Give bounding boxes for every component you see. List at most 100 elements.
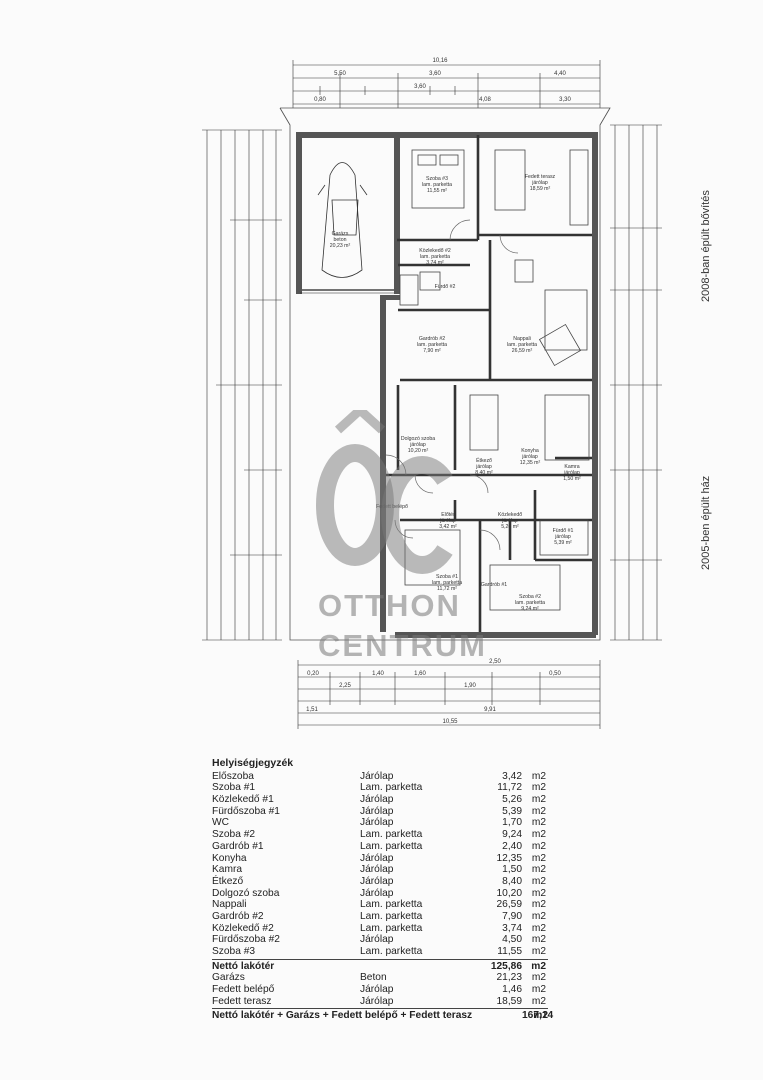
- room-floor: lam. parketta: [417, 342, 447, 348]
- room-area: 12,35 m²: [520, 460, 541, 466]
- table-icon: [494, 149, 526, 211]
- garage: [296, 132, 400, 294]
- floor-type: Járólap: [360, 817, 394, 829]
- dim-bottom-3: 1,60: [414, 671, 426, 677]
- dim-bottom-7: 9,91: [484, 707, 496, 713]
- room-name: Fedett belépő: [212, 984, 275, 996]
- room-name: Gardrób #1: [481, 582, 507, 588]
- area-unit: m2: [531, 899, 546, 911]
- floor-plan: 10,16 5,50 3,60 4,40 3,60 0,80 4,08 3,30: [202, 58, 662, 729]
- room-area: 5,39 m²: [554, 540, 572, 546]
- area-unit: m2: [531, 782, 546, 794]
- room-name: Kamra: [564, 464, 579, 470]
- room-name: Garázs: [332, 231, 349, 237]
- room-area: 12,35: [496, 852, 523, 864]
- room-name: Fürdő #2: [435, 284, 456, 290]
- area-unit: m2: [531, 984, 546, 996]
- room-area: 8,40: [502, 875, 522, 887]
- area-unit: m2: [531, 794, 546, 806]
- room-name: Közlekedő #2: [419, 248, 451, 254]
- area-unit: m2: [531, 922, 546, 934]
- room-name: Szoba #1: [436, 574, 458, 580]
- room-name: Közlekedő: [498, 512, 522, 518]
- room-name: Gardrób #1: [212, 840, 264, 852]
- floor-type: Lam. parketta: [360, 829, 423, 841]
- room-name: Közlekedő #1: [212, 794, 274, 806]
- left-dimension-lines: [202, 129, 282, 641]
- floor-type: Lam. parketta: [360, 782, 423, 794]
- house-side-label: 2005-ben épült ház: [700, 475, 712, 570]
- interior-walls: [386, 135, 592, 632]
- room-floor: lam. parketta: [507, 342, 537, 348]
- floor-type: Járólap: [360, 805, 394, 817]
- room-area: 20,23 m²: [330, 243, 351, 249]
- room-name: Fedett terasz: [525, 174, 556, 180]
- bathtub-icon: [539, 519, 589, 556]
- divider: [212, 958, 548, 960]
- area-unit: m2: [531, 864, 546, 876]
- room-area: 2,40: [502, 840, 522, 852]
- dim-top-2: 3,60: [429, 71, 441, 77]
- dim-top-4: 3,60: [414, 84, 426, 90]
- room-floor: járólap: [531, 180, 548, 186]
- floor-type: Lam. parketta: [360, 910, 423, 922]
- extension-side-label: 2008-ban épült bővítés: [700, 190, 712, 302]
- room-area: 11,72 m²: [437, 586, 457, 592]
- room-floor: lam. parketta: [515, 600, 545, 606]
- room-name: Fürdőszoba #2: [212, 934, 280, 946]
- room-floor: lam. parketta: [422, 182, 452, 188]
- room-area: 10,20 m²: [408, 448, 429, 454]
- floor-type: Járólap: [360, 864, 394, 876]
- net-total-row: Nettó lakótér 125,86 m2: [212, 961, 548, 973]
- floor-type: Járólap: [360, 887, 394, 899]
- room-area: 3,74 m²: [426, 260, 444, 266]
- area-unit: m2: [531, 875, 546, 887]
- area-unit: m2: [531, 887, 546, 899]
- room-area: 4,50: [502, 934, 522, 946]
- room-area: 11,55: [497, 946, 522, 958]
- room-floor: járólap: [563, 470, 580, 476]
- right-dimension-lines: [610, 124, 662, 641]
- room-area: 26,59 m²: [512, 348, 533, 354]
- area-unit: m2: [531, 770, 546, 782]
- floor-type: Lam. parketta: [360, 899, 423, 911]
- room-name: Garázs: [212, 972, 245, 984]
- kitchen-counter-icon: [544, 394, 590, 461]
- net-unit: m2: [531, 960, 546, 972]
- room-name: Fürdőszoba #1: [212, 805, 280, 817]
- dim-bottom-4: 2,50: [489, 659, 501, 665]
- area-unit: m2: [531, 852, 546, 864]
- room-area: 3,42: [502, 770, 522, 782]
- door-swings: [385, 219, 519, 551]
- floor-type: Járólap: [360, 934, 394, 946]
- room-area: 5,26 m²: [501, 524, 519, 530]
- area-unit: m2: [531, 805, 546, 817]
- room-name: Közlekedő #2: [212, 922, 274, 934]
- room-name: Szoba #2: [519, 594, 541, 600]
- dim-bottom-2: 1,40: [372, 671, 384, 677]
- schedule-row: Fürdőszoba #1 Járólap 5,39 m2: [212, 806, 548, 818]
- room-name: Gardrób #2: [212, 910, 264, 922]
- grand-total-row: Nettó lakótér + Garázs + Fedett belépő +…: [212, 1010, 553, 1022]
- room-area: 1,70: [502, 817, 522, 829]
- floor-type: Beton: [360, 972, 387, 984]
- watermark-line-1: OTTHON: [318, 588, 461, 623]
- room-area: 8,40 m²: [475, 470, 493, 476]
- dim-bottom-5: 1,90: [464, 683, 476, 689]
- car-icon: [317, 162, 368, 278]
- room-area: 21,23: [496, 972, 523, 984]
- floor-type: Járólap: [360, 984, 394, 996]
- furniture: [399, 149, 590, 611]
- room-area: 5,39: [502, 805, 522, 817]
- room-name: Konyha: [521, 448, 539, 454]
- room-area: 18,59: [496, 995, 523, 1007]
- grand-label: Nettó lakótér + Garázs + Fedett belépő +…: [212, 1010, 473, 1022]
- room-area: 3,74: [502, 922, 522, 934]
